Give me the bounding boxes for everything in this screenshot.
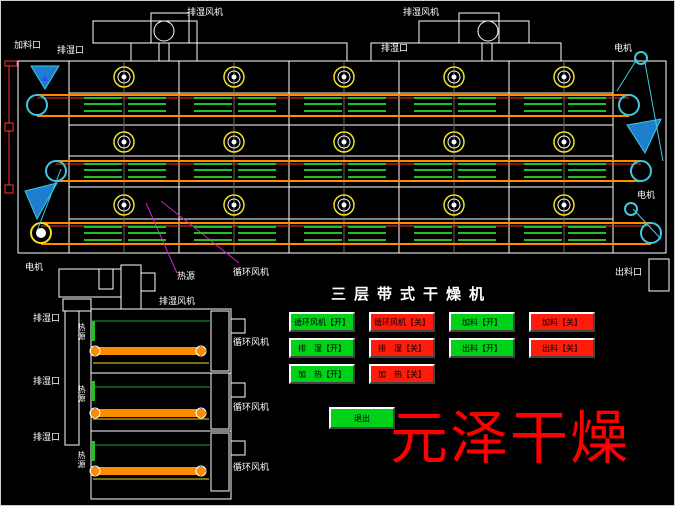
exhaust-port-label-4: 排湿口 bbox=[33, 377, 61, 387]
circulation-fan-icon bbox=[443, 194, 465, 216]
circulation-fan-icon bbox=[553, 131, 575, 153]
exhaust-fan-label-1: 排湿风机 bbox=[187, 8, 224, 18]
circulation-fan-icon bbox=[223, 66, 245, 88]
circulation-fan-icon bbox=[333, 194, 355, 216]
feed-on-button[interactable]: 加料【开】 bbox=[449, 312, 515, 332]
exhaust-port-label-1: 排湿口 bbox=[57, 46, 85, 56]
heat-on-button[interactable]: 加 热【开】 bbox=[289, 364, 355, 384]
circulation-fan-icon bbox=[113, 131, 135, 153]
side-view-frame bbox=[58, 264, 246, 500]
exit-button[interactable]: 退出 bbox=[329, 407, 395, 429]
circ-fan-off-button[interactable]: 循环风机【关】 bbox=[369, 312, 435, 332]
heat-off-button[interactable]: 加 热【关】 bbox=[369, 364, 435, 384]
feed-port-label: 加料口 bbox=[14, 41, 42, 51]
motor-label-1: 电机 bbox=[614, 44, 633, 54]
circ-fan-label-top: 循环风机 bbox=[233, 268, 270, 278]
heat-source-label: 热源 bbox=[177, 272, 196, 282]
discharge-on-button[interactable]: 出料【开】 bbox=[449, 338, 515, 358]
circulation-fan-icon bbox=[333, 66, 355, 88]
exhaust-port-label-3: 排湿口 bbox=[33, 314, 61, 324]
heat-source-label-side-2: 热源 bbox=[77, 385, 86, 403]
brand-logo-text: 元泽干燥 bbox=[390, 404, 631, 472]
heat-source-label-side-1: 热源 bbox=[77, 323, 86, 341]
exhaust-port-label-5: 排湿口 bbox=[33, 433, 61, 443]
circulation-fan-icon bbox=[113, 194, 135, 216]
motor-label-2: 电机 bbox=[637, 191, 656, 201]
circ-fan-label-3: 循环风机 bbox=[233, 463, 270, 473]
motor-label-3: 电机 bbox=[25, 263, 44, 273]
circulation-fan-icon bbox=[223, 131, 245, 153]
side-ducts bbox=[4, 60, 18, 194]
page-title: 三层带式干燥机 bbox=[331, 285, 493, 303]
side-view-belts bbox=[91, 347, 205, 475]
discharge-port-label: 出料口 bbox=[615, 268, 643, 278]
circulation-fan-icon bbox=[333, 131, 355, 153]
exhaust-off-button[interactable]: 排 湿【关】 bbox=[369, 338, 435, 358]
circ-fan-on-button[interactable]: 循环风机【开】 bbox=[289, 312, 355, 332]
circulation-fan-icon bbox=[443, 66, 465, 88]
main-frame bbox=[17, 60, 667, 254]
exhaust-fan-label-2: 排湿风机 bbox=[403, 8, 440, 18]
circ-fan-label-1: 循环风机 bbox=[233, 338, 270, 348]
circulation-fan-icon bbox=[443, 131, 465, 153]
side-view-rails bbox=[91, 320, 211, 480]
exhaust-port-label-2: 排湿口 bbox=[381, 44, 409, 54]
circulation-fan-icon bbox=[553, 66, 575, 88]
discharge-off-button[interactable]: 出料【关】 bbox=[529, 338, 595, 358]
conveyor-belts bbox=[37, 94, 651, 245]
heat-source-label-side-3: 热源 bbox=[77, 451, 86, 469]
circulation-fan-icon bbox=[223, 194, 245, 216]
exhaust-fan-label-3: 排湿风机 bbox=[159, 297, 196, 307]
circ-fan-label-2: 循环风机 bbox=[233, 403, 270, 413]
circulation-fan-icon bbox=[113, 66, 135, 88]
exhaust-on-button[interactable]: 排 湿【开】 bbox=[289, 338, 355, 358]
circulation-fan-icon bbox=[553, 194, 575, 216]
feed-off-button[interactable]: 加料【关】 bbox=[529, 312, 595, 332]
